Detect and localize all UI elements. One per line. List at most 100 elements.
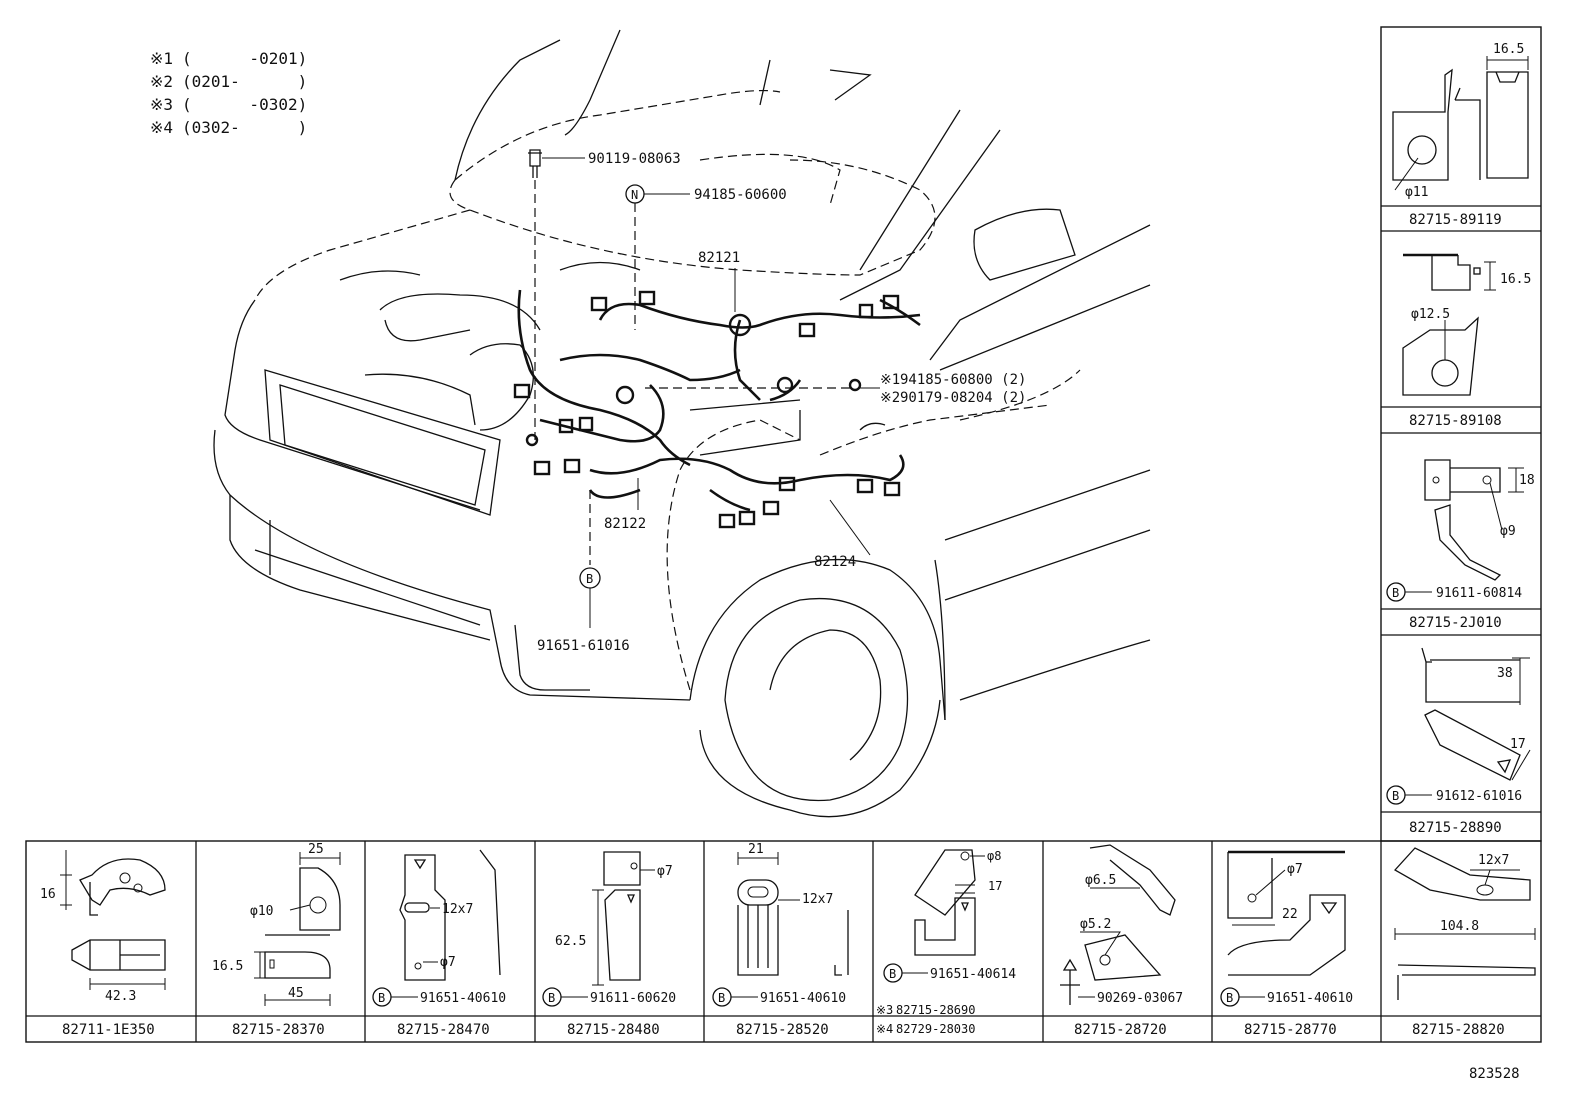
dim-slot: 12x7 (802, 892, 833, 907)
legend-range-4: (0302- ) (182, 118, 307, 137)
dim-slot: 12x7 (442, 902, 473, 917)
legend: ※1 ( -0201) ※2 (0201- ) ※3 ( -0302) ※4 (… (150, 49, 307, 137)
dim-hole: φ7 (657, 864, 673, 879)
bolt-b-letter: B (718, 991, 725, 1005)
dim-hole: φ7 (1287, 862, 1303, 877)
legend-mark-1: ※1 (150, 49, 173, 68)
callout-bolt-91651-61016: 91651-61016 (537, 638, 630, 654)
callout-nut-90179-08204: 90179-08204 (2) (900, 390, 1026, 406)
dim-hole: φ7 (440, 955, 456, 970)
dim-width: 25 (308, 842, 324, 857)
callout-harness-82122: 82122 (604, 516, 646, 532)
bolt-b-letter: B (378, 991, 385, 1005)
clamp-panel-28470: 12x7 φ7 B 91651-40610 82715-28470 (372, 849, 506, 1038)
dim-width: 22 (1282, 907, 1298, 922)
dim-hole: φ10 (250, 904, 273, 919)
caption-82715-89108: 82715-89108 (1409, 413, 1502, 429)
dim-hole: φ9 (1500, 524, 1516, 539)
dim-width: 17 (1510, 737, 1526, 752)
dim-height: 16.5 (1500, 272, 1531, 287)
bolt-b-letter: B (548, 991, 555, 1005)
dim-width: 16.5 (1493, 42, 1524, 57)
clamp-panel-28370: 25 φ10 16.5 45 82715-28370 (212, 842, 341, 1038)
nut-mark-1: ※1 (880, 372, 900, 388)
caption-82715-28770: 82715-28770 (1244, 1022, 1337, 1038)
legend-mark-3: ※3 (150, 95, 173, 114)
dim-length: 45 (288, 986, 304, 1001)
dim-height: 18 (1519, 473, 1535, 488)
clamp-panel-28520: 21 12x7 B 91651-40610 82715-28520 (712, 842, 849, 1038)
bolt-b-letter: B (1392, 789, 1399, 803)
dim-height: 16.5 (212, 959, 243, 974)
dim-hole: φ12.5 (1411, 307, 1450, 322)
clamp-panel-2J010: 18 φ9 B 91611-60814 82715-2J010 (1386, 459, 1535, 631)
legend-range-2: (0201- ) (182, 72, 307, 91)
clamp-panel-28890: 38 17 B 91612-61016 82715-28890 (1386, 647, 1531, 836)
bolt-90269-03067: 90269-03067 (1097, 991, 1183, 1006)
caption-82715-28520: 82715-28520 (736, 1022, 829, 1038)
right-panel-column: 16.5 φ11 82715-89119 16.5 φ12.5 82715-89… (1380, 26, 1542, 842)
caption-82715-28470: 82715-28470 (397, 1022, 490, 1038)
callout-nut-94185-60600: 94185-60600 (694, 187, 787, 203)
bolt-91651-40610: 91651-40610 (760, 991, 846, 1006)
dim-height: 38 (1497, 666, 1513, 681)
callout-harness-82124: 82124 (814, 554, 856, 570)
diagram-id: 823528 (1469, 1066, 1520, 1082)
bolt-b-letter: B (889, 967, 896, 981)
clamp-panel-89108: 16.5 φ12.5 82715-89108 (1402, 253, 1531, 429)
caption-82715-28370: 82715-28370 (232, 1022, 325, 1038)
legend-mark-4: ※4 (150, 118, 173, 137)
caption-82711-1E350: 82711-1E350 (62, 1022, 155, 1038)
clamp-panel-28720: φ6.5 φ5.2 90269-03067 82715-28720 (1060, 844, 1183, 1038)
dim-width: 21 (748, 842, 764, 857)
callouts: 90119-08063 N 94185-60600 82121 ※1 94185… (528, 149, 1026, 654)
dim-hole-1: φ6.5 (1085, 873, 1116, 888)
dim-hole-2: φ5.2 (1080, 917, 1111, 932)
caption-82715-28820: 82715-28820 (1412, 1022, 1505, 1038)
dim-slot: 12x7 (1478, 853, 1509, 868)
nut-n-letter: N (631, 188, 638, 202)
dim-hole: φ8 (987, 849, 1001, 863)
callout-bolt-90119: 90119-08063 (588, 151, 681, 167)
dim-width: 17 (988, 879, 1002, 893)
dim-length: 42.3 (105, 989, 136, 1004)
wiring-harness (513, 289, 921, 529)
bolt-91651-40610: 91651-40610 (420, 991, 506, 1006)
legend-range-1: ( -0201) (182, 49, 307, 68)
caption-82729-28030: 82729-28030 (896, 1022, 975, 1036)
clamp-panel-28770: φ7 22 B 91651-40610 82715-28770 (1220, 850, 1353, 1038)
caption-82715-89119: 82715-89119 (1409, 212, 1502, 228)
legend-range-3: ( -0302) (182, 95, 307, 114)
caption-82715-28720: 82715-28720 (1074, 1022, 1167, 1038)
clamp-panel-28820: 12x7 104.8 82715-28820 (1393, 847, 1536, 1038)
bolt-b-letter: B (1392, 586, 1399, 600)
clip-panel-1E350: 16 42.3 82711-1E350 (40, 850, 166, 1038)
clamp-panel-28690: φ8 17 B 91651-40614 ※3 82715-28690 ※4 82… (876, 849, 1016, 1036)
bolt-91651-40614: 91651-40614 (930, 967, 1016, 982)
bolt-91651-40610: 91651-40610 (1267, 991, 1353, 1006)
caption-82715-28690: 82715-28690 (896, 1003, 975, 1017)
clamp-panel-89119: 16.5 φ11 82715-89119 (1392, 42, 1529, 228)
bolt-91612-61016: 91612-61016 (1436, 789, 1522, 804)
dim-hole: φ11 (1405, 185, 1428, 200)
vehicle-illustration (213, 29, 1151, 818)
callout-nut-94185-60800: 94185-60800 (2) (900, 372, 1026, 388)
caption-82715-28480: 82715-28480 (567, 1022, 660, 1038)
caption-82715-28890: 82715-28890 (1409, 820, 1502, 836)
caption-mark-4: ※4 (876, 1022, 893, 1036)
bolt-b-letter: B (1226, 991, 1233, 1005)
bottom-panel-row: 16 42.3 82711-1E350 25 φ10 16.5 45 82 (25, 840, 1542, 1043)
bolt-91611-60620: 91611-60620 (590, 991, 676, 1006)
dim-length: 62.5 (555, 934, 586, 949)
caption-mark-3: ※3 (876, 1003, 893, 1017)
bolt-91611-60814: 91611-60814 (1436, 586, 1522, 601)
dim-length: 104.8 (1440, 919, 1479, 934)
dim-height: 16 (40, 887, 56, 902)
clamp-panel-28480: φ7 62.5 B 91611-60620 82715-28480 (542, 851, 676, 1038)
bolt-b-letter: B (586, 572, 593, 586)
nut-mark-2: ※2 (880, 390, 900, 406)
legend-mark-2: ※2 (150, 72, 173, 91)
callout-harness-82121: 82121 (698, 250, 740, 266)
caption-82715-2J010: 82715-2J010 (1409, 615, 1502, 631)
